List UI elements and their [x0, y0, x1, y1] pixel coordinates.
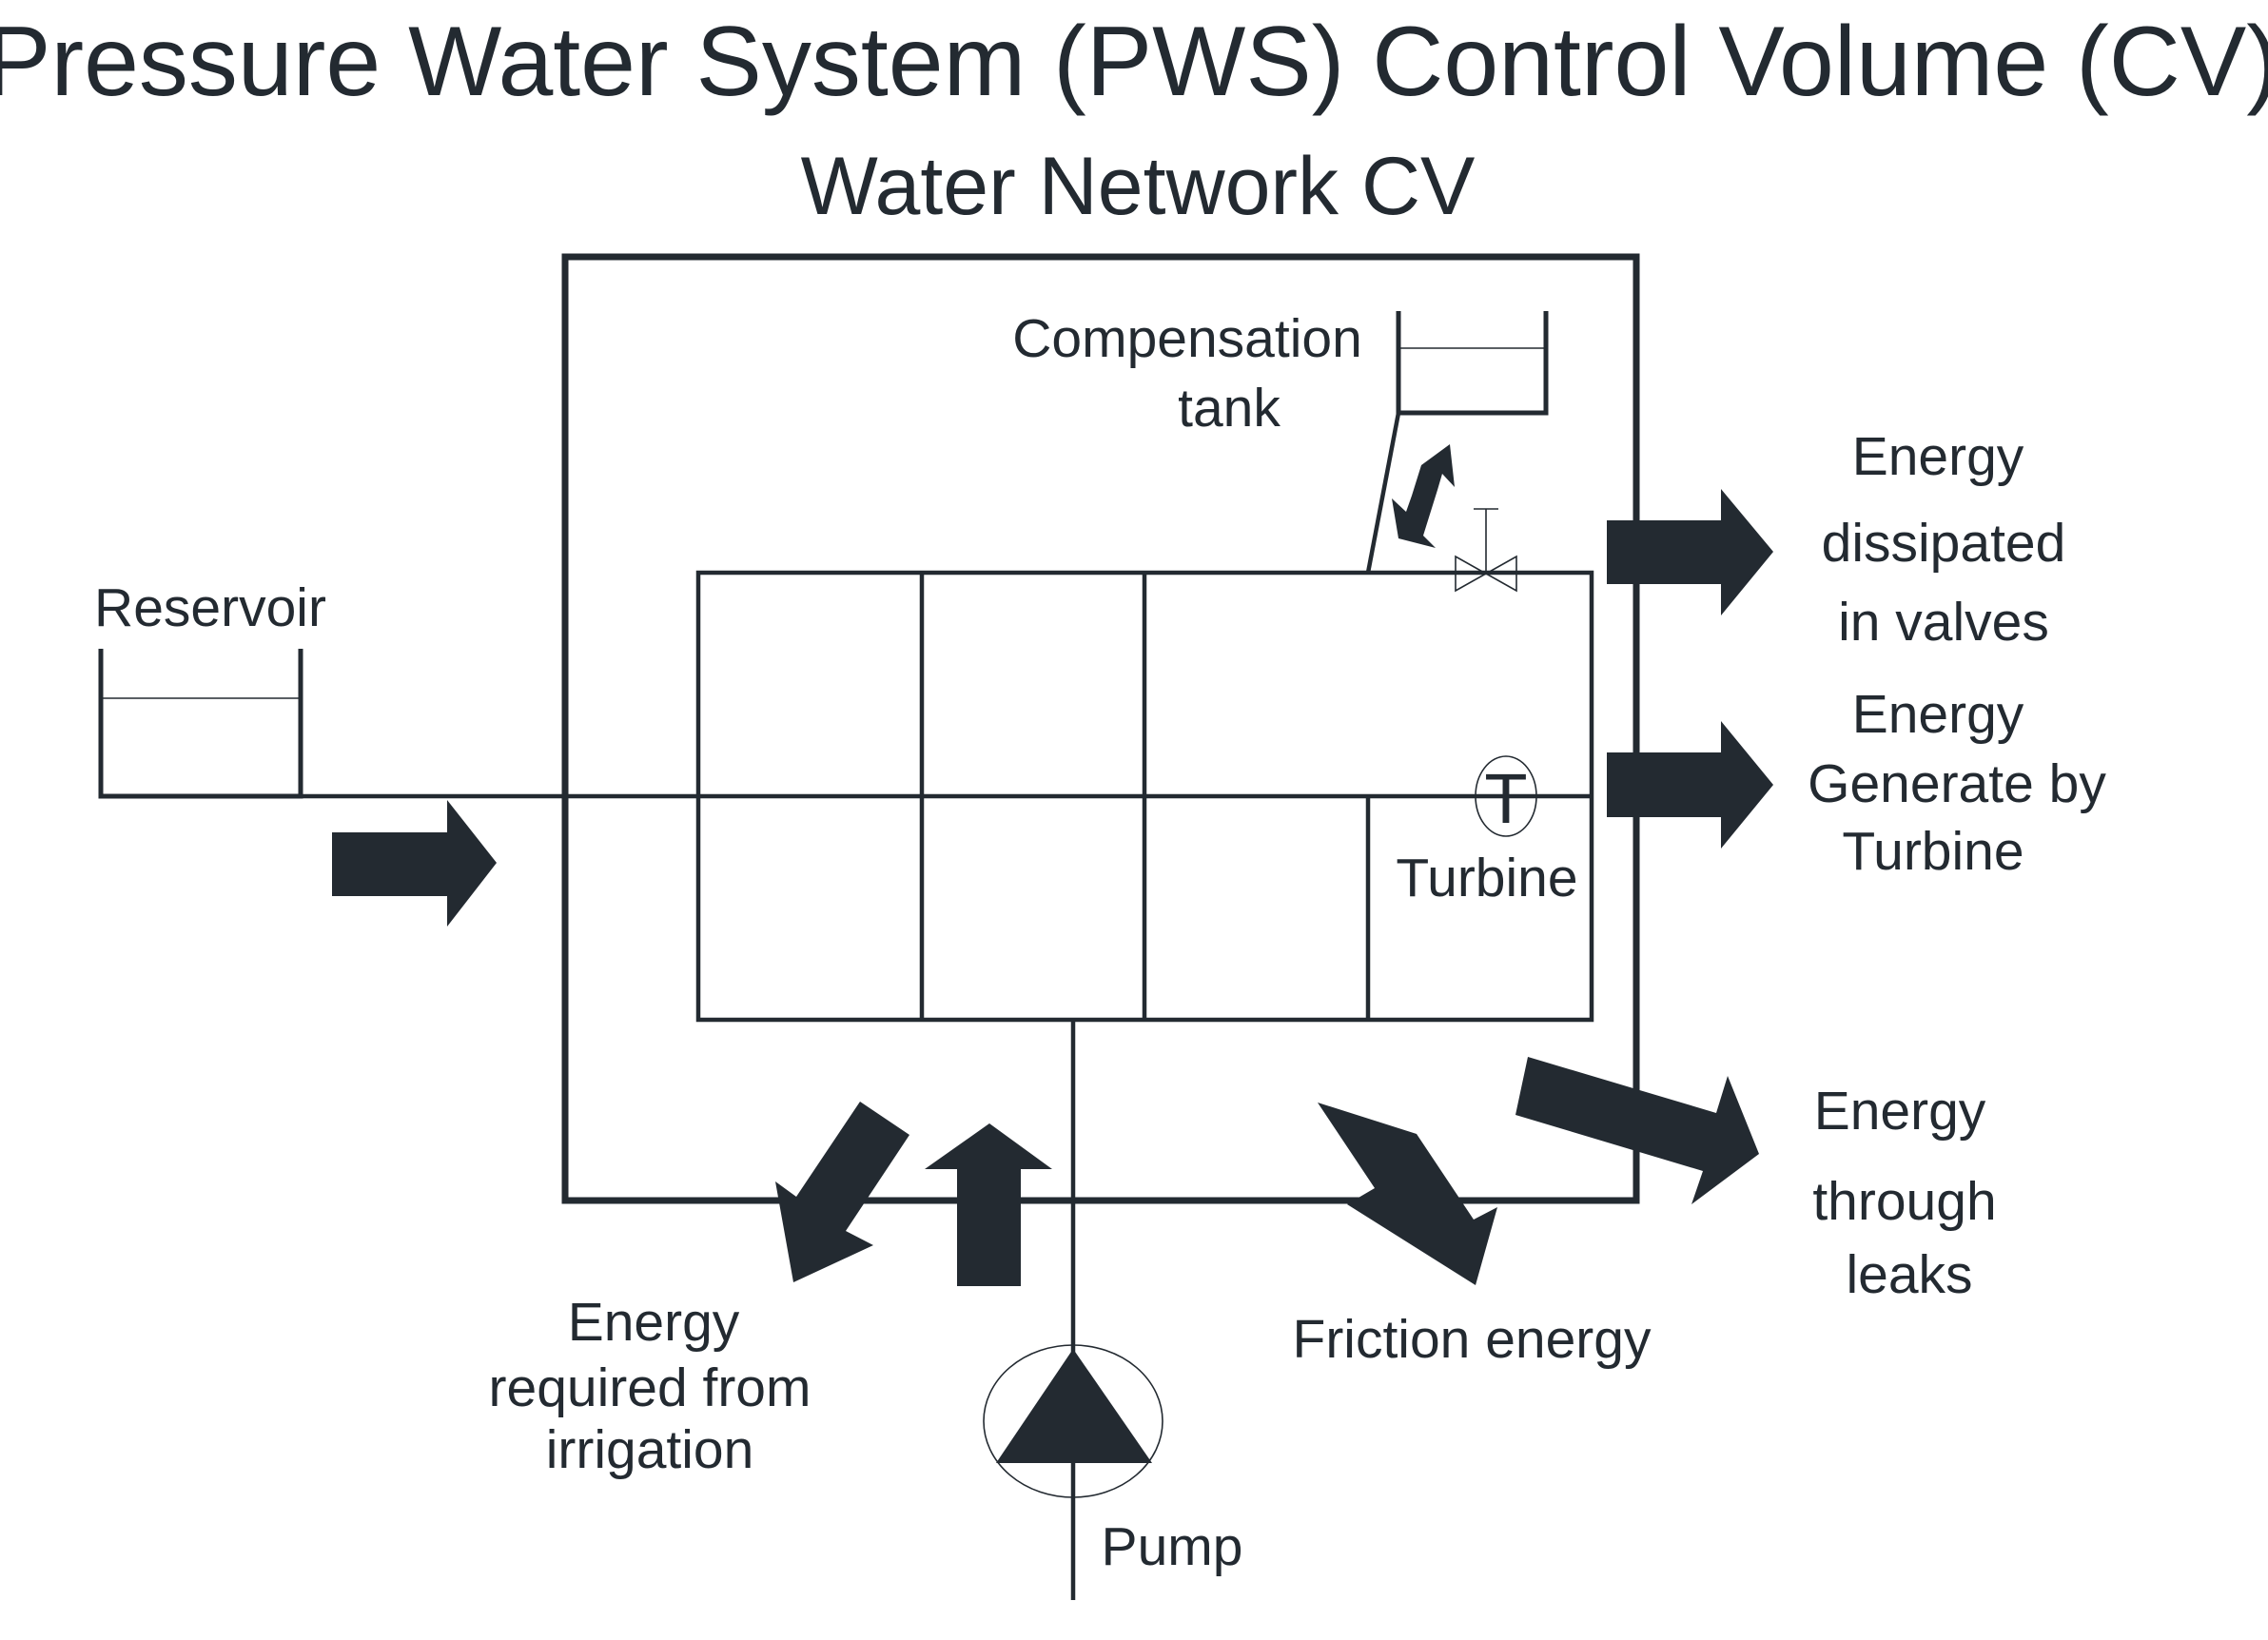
- control-volume-boundary: [561, 253, 1640, 1204]
- control-volume-title: Water Network CV: [801, 141, 1476, 232]
- valve-icon: [1455, 508, 1517, 593]
- pipe-network: [301, 412, 1594, 1600]
- turbine: T Turbine: [1396, 755, 1578, 908]
- pump-label: Pump: [1102, 1516, 1243, 1577]
- energy-pump-input-arrow: [925, 1123, 1052, 1286]
- compensation-tank-label-line-2: tank: [1178, 378, 1281, 439]
- pump-impeller-triangle: [996, 1349, 1152, 1463]
- tank-connection-pipe: [1365, 412, 1401, 574]
- energy-valves-arrow: [1607, 489, 1773, 615]
- energy-turbine-label-line-1: Energy: [1852, 684, 2024, 745]
- energy-inflow-arrow: [332, 800, 497, 927]
- energy-turbine-label-line-2: Generate by: [1808, 753, 2106, 814]
- valve-body: [1455, 555, 1488, 593]
- compensation-tank: Compensation tank: [1012, 308, 1549, 439]
- diagram-title: Pressure Water System (PWS) Control Volu…: [0, 7, 2268, 117]
- pump: Pump: [983, 1344, 1243, 1577]
- turbine-symbol: T: [1484, 759, 1527, 838]
- energy-turbine-label-line-3: Turbine: [1842, 821, 2024, 882]
- turbine-label: Turbine: [1396, 848, 1577, 908]
- compensation-tank-label-line-1: Compensation: [1012, 308, 1362, 369]
- energy-irrigation-label-line-2: required from: [489, 1357, 811, 1418]
- energy-valves-label-line-3: in valves: [1838, 592, 2049, 653]
- friction-energy-arrow: [1318, 1103, 1497, 1285]
- pump-icon: [983, 1344, 1163, 1498]
- energy-leaks-label-line-1: Energy: [1814, 1081, 1986, 1142]
- reservoir: Reservoir: [94, 577, 326, 799]
- reservoir-label: Reservoir: [94, 577, 326, 638]
- energy-irrigation-label-line-1: Energy: [568, 1292, 740, 1353]
- energy-irrigation-label-line-3: irrigation: [546, 1419, 754, 1480]
- friction-energy-label: Friction energy: [1293, 1309, 1652, 1370]
- turbine-icon: [1475, 755, 1537, 837]
- tank-exchange-arrow: [1392, 444, 1455, 548]
- energy-irrigation-arrow: [775, 1102, 909, 1282]
- energy-valves-label-line-2: dissipated: [1822, 513, 2066, 574]
- energy-leaks-arrow: [1515, 1057, 1759, 1204]
- energy-leaks-label-line-3: leaks: [1846, 1244, 1972, 1305]
- valve-body-right: [1484, 555, 1517, 593]
- reservoir-tank: [98, 649, 303, 799]
- energy-leaks-label-line-2: through: [1812, 1171, 1996, 1232]
- energy-turbine-arrow: [1607, 721, 1773, 849]
- compensation-tank-body: [1396, 311, 1549, 416]
- energy-valves-label-line-1: Energy: [1852, 426, 2024, 487]
